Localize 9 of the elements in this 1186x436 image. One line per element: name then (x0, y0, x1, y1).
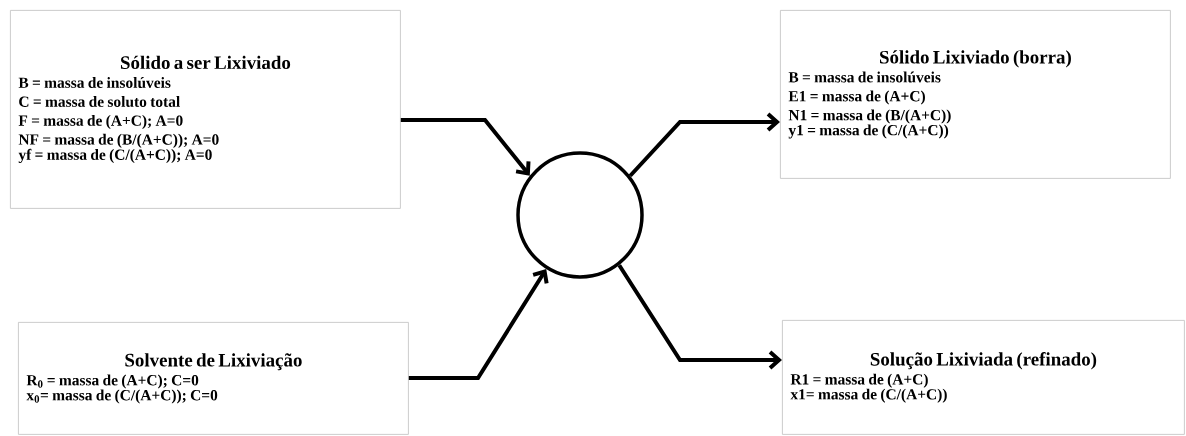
arrow (628, 112, 780, 178)
text-box: Solvente de Lixiviação R$_{0}$ = massa de (A+C); C=0 x$_{0}$= massa de (C/(A+C)); C=0 (18, 322, 409, 435)
arrow (617, 264, 782, 370)
arrow (408, 269, 549, 380)
text-box: Sólido a ser Lixiviado B = massa de insolúveis C = massa de soluto total F = massa de (A+C); A=0 NF = massa de (B/(A+C)); A=0 yf = massa de (C/(A+C)); A=0 (10, 10, 401, 209)
text-box: Sólido Lixiviado (borra) B = massa de insolúveis E1 = massa de (A+C) N1 = massa de (B/(A+C)) y1 = massa de (C/(A+C)) (780, 10, 1171, 179)
arrow (400, 118, 531, 176)
stage-circle (516, 151, 644, 279)
text-box: Solução Lixiviada (refinado) R1 = massa de (A+C) x1= massa de (C/(A+C)) (782, 320, 1185, 435)
